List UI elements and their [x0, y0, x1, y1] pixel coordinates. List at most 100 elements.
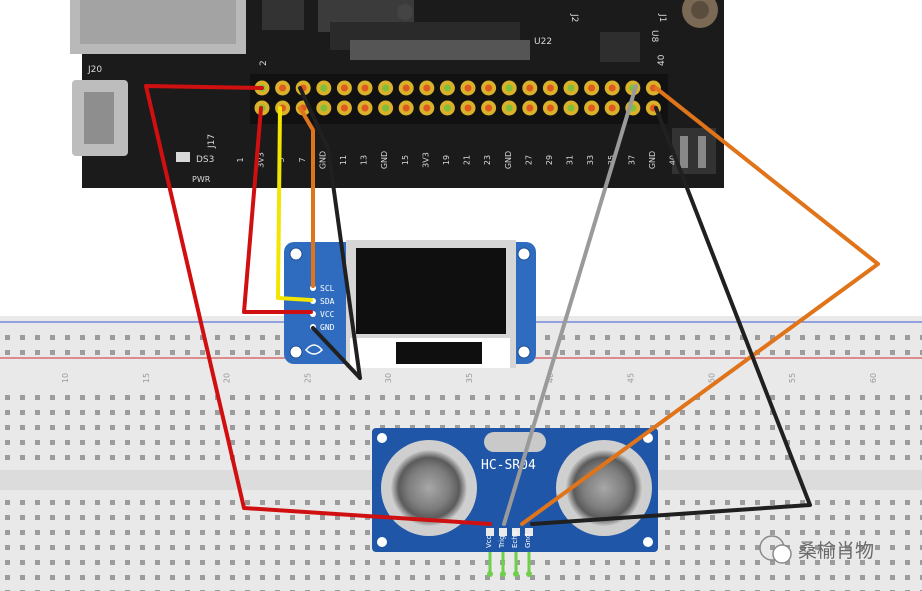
- side-header-pin: [680, 136, 688, 168]
- gpio-pin-label: 40: [669, 155, 678, 165]
- sensor-pin-end: [487, 571, 493, 577]
- oled-pin-label: VCC: [320, 310, 335, 319]
- wire-scl: [298, 106, 315, 288]
- sensor-pin-end: [513, 571, 519, 577]
- wire-vcc-sensor: [144, 84, 492, 526]
- wire-echo: [520, 86, 880, 526]
- sensor-pin-label: Echo: [511, 531, 519, 548]
- header-pin-core: [588, 104, 596, 112]
- gpio-pin-label: 21: [463, 155, 472, 165]
- watermark: 桑榆肖物: [759, 535, 874, 564]
- column-number: 15: [142, 373, 151, 383]
- sensor-pin-pad: [486, 528, 494, 536]
- header-pin-core: [464, 84, 472, 92]
- gpio-pin-label: 29: [545, 155, 554, 165]
- gpio-pin-label: 33: [586, 155, 595, 165]
- sensor-pin: [488, 552, 492, 574]
- board-component: [350, 40, 530, 60]
- header-pin-core: [340, 104, 348, 112]
- column-number: 45: [627, 373, 636, 383]
- sensor-pin-pad: [525, 528, 533, 536]
- column-number: 60: [869, 373, 878, 383]
- gpio-pin-label: GND: [318, 151, 327, 169]
- sensor-pin: [527, 552, 531, 574]
- gpio-pin-label: 37: [627, 155, 636, 165]
- wire-vcc-oled: [242, 106, 313, 314]
- header-pin-core: [402, 84, 410, 92]
- header-pin-core: [320, 104, 328, 112]
- header-pin-core: [361, 84, 369, 92]
- header-pin-core: [505, 84, 513, 92]
- chip-label: U22: [534, 37, 552, 47]
- led-label: DS3: [196, 155, 214, 165]
- watermark-text: 桑榆肖物: [798, 540, 874, 562]
- gpio-pin-label: 7: [298, 157, 307, 162]
- sensor-pin-end: [526, 571, 532, 577]
- wires: [144, 84, 880, 526]
- column-number: 35: [465, 373, 474, 383]
- header-pin-core: [526, 104, 534, 112]
- gpio-pin-label: 19: [442, 155, 451, 165]
- gpio-pin-label: 31: [566, 155, 575, 165]
- gpio-pin-label: 15: [401, 155, 410, 165]
- column-number: 50: [707, 373, 716, 383]
- header-pin-core: [546, 104, 554, 112]
- column-number: 20: [223, 373, 232, 383]
- column-number: 25: [303, 373, 312, 383]
- sensor-pin-label: Vcc: [485, 535, 493, 548]
- header-pin-core: [320, 84, 328, 92]
- sensor-pin-pad: [512, 528, 520, 536]
- oled-logo-icon: [304, 344, 324, 355]
- header-pin-core: [382, 104, 390, 112]
- header-pin-core: [485, 104, 493, 112]
- board-component: [397, 4, 413, 20]
- gpio-pin-label: 1: [236, 157, 245, 162]
- wire-gnd-oled: [298, 86, 362, 380]
- sensor-pin-label: Gnd: [524, 534, 532, 548]
- wire-gnd-sensor: [530, 106, 812, 526]
- header-pin-core: [608, 84, 616, 92]
- header-pin-core: [567, 104, 575, 112]
- pin-number-label: 2: [259, 60, 269, 66]
- gpio-pin-label: GND: [504, 151, 513, 169]
- mounting-hole: [643, 537, 653, 547]
- sensor-pin-pad: [499, 528, 507, 536]
- wechat-icon-bubble: [772, 544, 792, 564]
- header-pin-core: [443, 84, 451, 92]
- gpio-pin-label: 23: [483, 155, 492, 165]
- header-pin-core: [567, 84, 575, 92]
- header-pin-core: [423, 104, 431, 112]
- header-pin-core: [505, 104, 513, 112]
- gpio-pin-label: 11: [339, 155, 348, 165]
- wire-sda: [276, 106, 313, 302]
- pin-number-label: 40: [657, 54, 667, 66]
- header-pin-core: [382, 84, 390, 92]
- column-number: 30: [384, 373, 393, 383]
- header-pin-core: [340, 84, 348, 92]
- side-label: U8: [649, 30, 659, 43]
- transducer-right-mesh: [566, 450, 642, 526]
- connector-label: J20: [87, 65, 102, 75]
- mounting-screw-head: [691, 1, 709, 19]
- gpio-pin-label: 35: [607, 155, 616, 165]
- mounting-hole: [377, 433, 387, 443]
- connector-label: J17: [207, 134, 217, 149]
- column-number: 55: [788, 373, 797, 383]
- mounting-hole: [289, 247, 303, 261]
- wire-gnd-oled-jumper: [311, 326, 362, 380]
- side-label: J2: [569, 13, 579, 22]
- gpio-pin-label: 13: [360, 155, 369, 165]
- gpio-pin-label: 3V3: [421, 152, 430, 168]
- oled-pin-label: SCL: [320, 284, 335, 293]
- ethernet-port-inner: [80, 0, 236, 44]
- sensor-pin: [514, 552, 518, 574]
- header-pin-core: [608, 104, 616, 112]
- side-header-pin: [698, 136, 706, 168]
- header-pin-core: [423, 84, 431, 92]
- wire-trig: [502, 84, 638, 526]
- mounting-hole: [517, 247, 531, 261]
